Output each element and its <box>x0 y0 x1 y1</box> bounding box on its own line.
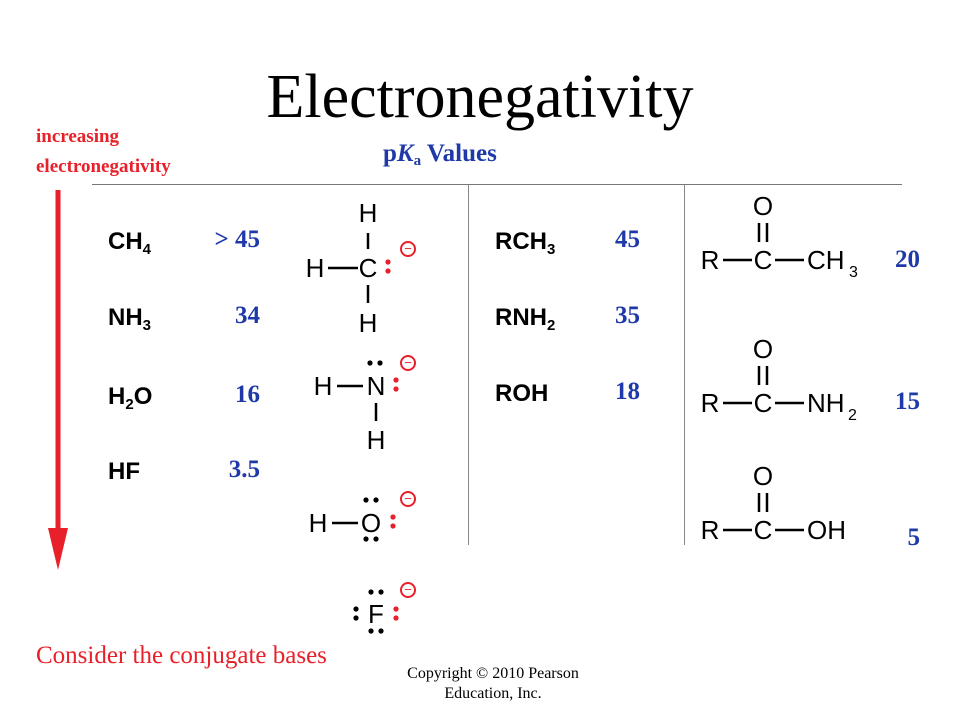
pka-amide: 15 <box>895 388 920 415</box>
svg-text:R: R <box>701 388 720 418</box>
header-rule <box>92 184 902 185</box>
arrow-label-line1: increasing <box>36 126 120 147</box>
pka-p: p <box>383 140 397 167</box>
formula-rch3: RCH3 <box>495 228 556 258</box>
svg-text:3: 3 <box>849 264 858 281</box>
pka-nh3: 34 <box>235 302 260 329</box>
formula-rnh2: RNH2 <box>495 304 556 334</box>
carbonyl-structures: O R C CH 3 O R C NH 2 O R C OH <box>701 191 858 545</box>
svg-text:H: H <box>367 425 386 455</box>
copyright-line2: Education, Inc. <box>444 685 542 702</box>
conjugate-bases-structures: H C H H − H N H − H O − F <box>306 198 416 634</box>
pka-values: Values <box>426 140 497 167</box>
pka-acid: 5 <box>907 524 921 551</box>
svg-text:H: H <box>306 253 325 283</box>
formula-roh: ROH <box>495 380 549 407</box>
svg-text:N: N <box>367 371 386 401</box>
amide-structure: O R C NH 2 <box>701 334 857 424</box>
svg-text:H: H <box>314 371 333 401</box>
column-divider-2 <box>684 185 685 545</box>
pka-hf: 3.5 <box>228 456 260 483</box>
consider-note: Consider the conjugate bases <box>36 642 327 669</box>
svg-text:−: − <box>404 355 412 370</box>
arrow-label: increasing electronegativity <box>36 122 171 182</box>
page-title: Electronegativity <box>266 63 694 131</box>
pka-a: a <box>413 153 422 169</box>
hydroxide-structure: H O − <box>309 491 416 542</box>
svg-text:C: C <box>359 253 378 283</box>
pka-h2o: 16 <box>235 381 260 408</box>
pka-ch4: > 45 <box>214 226 261 253</box>
carboxylic-acid-structure: O R C OH <box>701 461 846 545</box>
svg-text:C: C <box>754 515 773 545</box>
svg-text:R: R <box>701 515 720 545</box>
pka-K: K <box>396 140 414 167</box>
svg-text:−: − <box>404 241 412 256</box>
svg-text:F: F <box>368 599 384 629</box>
svg-text:O: O <box>753 334 773 364</box>
svg-text:O: O <box>361 508 381 538</box>
fluoride-structure: F − <box>353 582 416 634</box>
pka-rnh2: 35 <box>615 302 640 329</box>
formula-hf: HF <box>108 458 140 485</box>
svg-text:NH: NH <box>807 388 845 418</box>
svg-text:H: H <box>359 198 378 228</box>
down-arrow-icon <box>48 190 68 570</box>
svg-text:H: H <box>359 308 378 338</box>
pka-roh: 18 <box>615 378 640 405</box>
svg-text:H: H <box>309 508 328 538</box>
formula-ch4: CH4 <box>108 228 152 258</box>
copyright-line1: Copyright © 2010 Pearson <box>407 665 579 682</box>
svg-text:O: O <box>753 191 773 221</box>
formula-h2o: H2O <box>108 383 153 413</box>
pka-ketone: 20 <box>895 246 920 273</box>
amide-ion-structure: H N H − <box>314 355 416 455</box>
svg-text:R: R <box>701 245 720 275</box>
svg-text:O: O <box>753 461 773 491</box>
svg-text:CH: CH <box>807 245 845 275</box>
svg-text:−: − <box>404 491 412 506</box>
svg-text:−: − <box>404 582 412 597</box>
svg-text:2: 2 <box>848 407 857 424</box>
svg-text:OH: OH <box>807 515 846 545</box>
ketone-structure: O R C CH 3 <box>701 191 858 281</box>
formula-nh3: NH3 <box>108 304 152 334</box>
pka-rch3: 45 <box>615 226 640 253</box>
copyright: Copyright © 2010 Pearson Education, Inc. <box>378 664 608 704</box>
svg-text:C: C <box>754 388 773 418</box>
column-divider-1 <box>468 185 469 545</box>
carbanion-structure: H C H H − <box>306 198 416 338</box>
pka-header: pKa Values <box>383 140 497 170</box>
arrow-label-line2: electronegativity <box>36 156 171 177</box>
svg-text:C: C <box>754 245 773 275</box>
